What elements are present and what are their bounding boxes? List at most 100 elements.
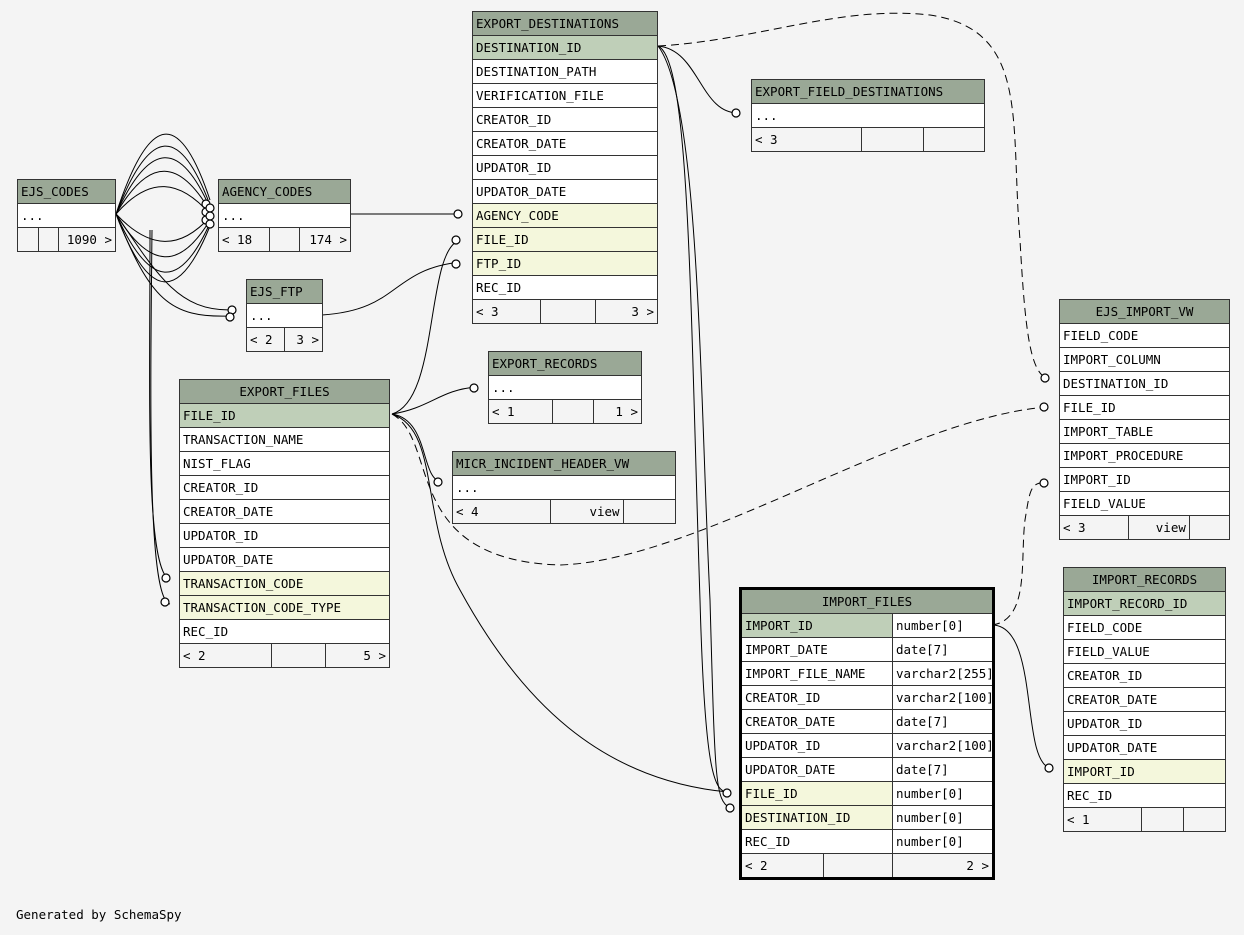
edge-ejs-agency-6 xyxy=(115,213,211,242)
parents-link[interactable]: < 2 xyxy=(183,648,206,663)
column-row[interactable]: DESTINATION_PATH xyxy=(473,60,657,84)
column-row[interactable]: FIELD_VALUE xyxy=(1064,640,1225,664)
children-link[interactable]: 1 > xyxy=(592,400,641,423)
edge-end-marker xyxy=(469,383,479,393)
children-link[interactable]: 174 > xyxy=(298,228,350,251)
column-row[interactable]: UPDATOR_ID xyxy=(1064,712,1225,736)
table-title[interactable]: AGENCY_CODES xyxy=(219,180,350,204)
column-row[interactable]: AGENCY_CODE xyxy=(473,204,657,228)
table-export-destinations[interactable]: EXPORT_DESTINATIONS DESTINATION_ID DESTI… xyxy=(472,11,658,324)
column-row[interactable]: IMPORT_RECORD_ID xyxy=(1064,592,1225,616)
column-row[interactable]: FILE_ID xyxy=(180,404,389,428)
table-title[interactable]: EXPORT_RECORDS xyxy=(489,352,641,376)
column-row[interactable]: UPDATOR_ID xyxy=(180,524,389,548)
table-title[interactable]: EJS_CODES xyxy=(18,180,115,204)
column-row[interactable]: TRANSACTION_NAME xyxy=(180,428,389,452)
parents-link[interactable]: < 2 xyxy=(745,858,768,873)
column-row[interactable]: CREATOR_DATE xyxy=(473,132,657,156)
table-title[interactable]: EXPORT_FIELD_DESTINATIONS xyxy=(752,80,984,104)
table-agency-codes[interactable]: AGENCY_CODES ... < 18 174 > xyxy=(218,179,351,252)
column-row[interactable]: CREATOR_DATE xyxy=(1064,688,1225,712)
column-row[interactable]: CREATOR_ID xyxy=(180,476,389,500)
table-ejs-ftp[interactable]: EJS_FTP ... < 2 3 > xyxy=(246,279,323,352)
table-title[interactable]: EJS_FTP xyxy=(247,280,322,304)
table-title[interactable]: IMPORT_FILES xyxy=(742,590,992,614)
column-row[interactable]: FILE_ID xyxy=(473,228,657,252)
children-link[interactable]: 2 > xyxy=(892,854,992,877)
edge-ejs-agency-8 xyxy=(115,213,211,273)
column-row[interactable]: FTP_ID xyxy=(473,252,657,276)
column-row[interactable]: REC_ID xyxy=(1064,784,1225,808)
footer-right xyxy=(1188,516,1229,539)
parents-link[interactable]: < 18 xyxy=(222,232,253,247)
column-row[interactable]: REC_ID xyxy=(180,620,389,644)
column-row[interactable]: UPDATOR_ID xyxy=(473,156,657,180)
edge-files-dest xyxy=(391,239,461,415)
column-row[interactable]: UPDATOR_DATE xyxy=(1064,736,1225,760)
column-row[interactable]: VERIFICATION_FILE xyxy=(473,84,657,108)
parents-link[interactable]: < 3 xyxy=(1063,520,1086,535)
edge-end-marker xyxy=(1040,373,1050,383)
column-row[interactable]: TRANSACTION_CODE_TYPE xyxy=(180,596,389,620)
column-row[interactable]: UPDATOR_DATE xyxy=(473,180,657,204)
children-link[interactable]: 3 > xyxy=(595,300,657,323)
column-row[interactable]: CREATOR_DATE xyxy=(180,500,389,524)
children-link[interactable]: 3 > xyxy=(284,328,322,351)
column-row[interactable]: TRANSACTION_CODE xyxy=(180,572,389,596)
table-export-field-destinations[interactable]: EXPORT_FIELD_DESTINATIONS ... < 3 xyxy=(751,79,985,152)
table-title[interactable]: MICR_INCIDENT_HEADER_VW xyxy=(453,452,675,476)
column-row[interactable]: IMPORT_TABLE xyxy=(1060,420,1229,444)
column-name: IMPORT_ID xyxy=(745,618,813,633)
table-footer: < 3 view xyxy=(1060,516,1229,539)
table-title[interactable]: EXPORT_DESTINATIONS xyxy=(473,12,657,36)
column-row[interactable]: UPDATOR_DATE xyxy=(180,548,389,572)
parents-link[interactable]: < 1 xyxy=(1067,812,1090,827)
column-row[interactable]: FIELD_VALUE xyxy=(1060,492,1229,516)
column-row[interactable]: FILE_ID xyxy=(1060,396,1229,420)
table-title[interactable]: EXPORT_FILES xyxy=(180,380,389,404)
table-import-records[interactable]: IMPORT_RECORDS IMPORT_RECORD_ID FIELD_CO… xyxy=(1063,567,1226,832)
column-row[interactable]: CREATOR_ID xyxy=(1064,664,1225,688)
column-row[interactable]: NIST_FLAG xyxy=(180,452,389,476)
table-ejs-codes[interactable]: EJS_CODES ... 1090 > xyxy=(17,179,116,252)
parents-link[interactable]: < 1 xyxy=(492,404,515,419)
columns-ellipsis: ... xyxy=(453,476,675,500)
column-row[interactable]: DESTINATION_ID xyxy=(473,36,657,60)
table-micr-incident-header-vw[interactable]: MICR_INCIDENT_HEADER_VW ... < 4 view xyxy=(452,451,676,524)
parents-link[interactable]: < 3 xyxy=(476,304,499,319)
table-export-files[interactable]: EXPORT_FILES FILE_ID TRANSACTION_NAME NI… xyxy=(179,379,390,668)
edge-end-marker xyxy=(451,259,461,269)
column-row[interactable]: IMPORT_ID xyxy=(1060,468,1229,492)
children-link[interactable]: 5 > xyxy=(325,644,389,667)
parents-link[interactable]: < 2 xyxy=(250,332,273,347)
column-row[interactable]: IMPORT_COLUMN xyxy=(1060,348,1229,372)
column-row[interactable]: IMPORT_PROCEDURE xyxy=(1060,444,1229,468)
column-row[interactable]: DESTINATION_ID xyxy=(1060,372,1229,396)
table-export-records[interactable]: EXPORT_RECORDS ... < 1 1 > xyxy=(488,351,642,424)
column-row[interactable]: FIELD_CODE xyxy=(1064,616,1225,640)
edge-end-marker xyxy=(433,477,443,487)
table-title[interactable]: EJS_IMPORT_VW xyxy=(1060,300,1229,324)
parents-link[interactable]: < 4 xyxy=(456,504,479,519)
children-link[interactable]: 1090 > xyxy=(58,228,115,251)
table-title[interactable]: IMPORT_RECORDS xyxy=(1064,568,1225,592)
parents-link[interactable]: < 3 xyxy=(755,132,778,147)
table-ejs-import-vw[interactable]: EJS_IMPORT_VW FIELD_CODE IMPORT_COLUMN D… xyxy=(1059,299,1230,540)
column-row[interactable]: FIELD_CODE xyxy=(1060,324,1229,348)
footer-mid xyxy=(271,644,325,667)
column-row[interactable]: IMPORT_ID xyxy=(1064,760,1225,784)
column-row[interactable]: REC_ID xyxy=(473,276,657,300)
column-row[interactable]: CREATOR_ID xyxy=(473,108,657,132)
